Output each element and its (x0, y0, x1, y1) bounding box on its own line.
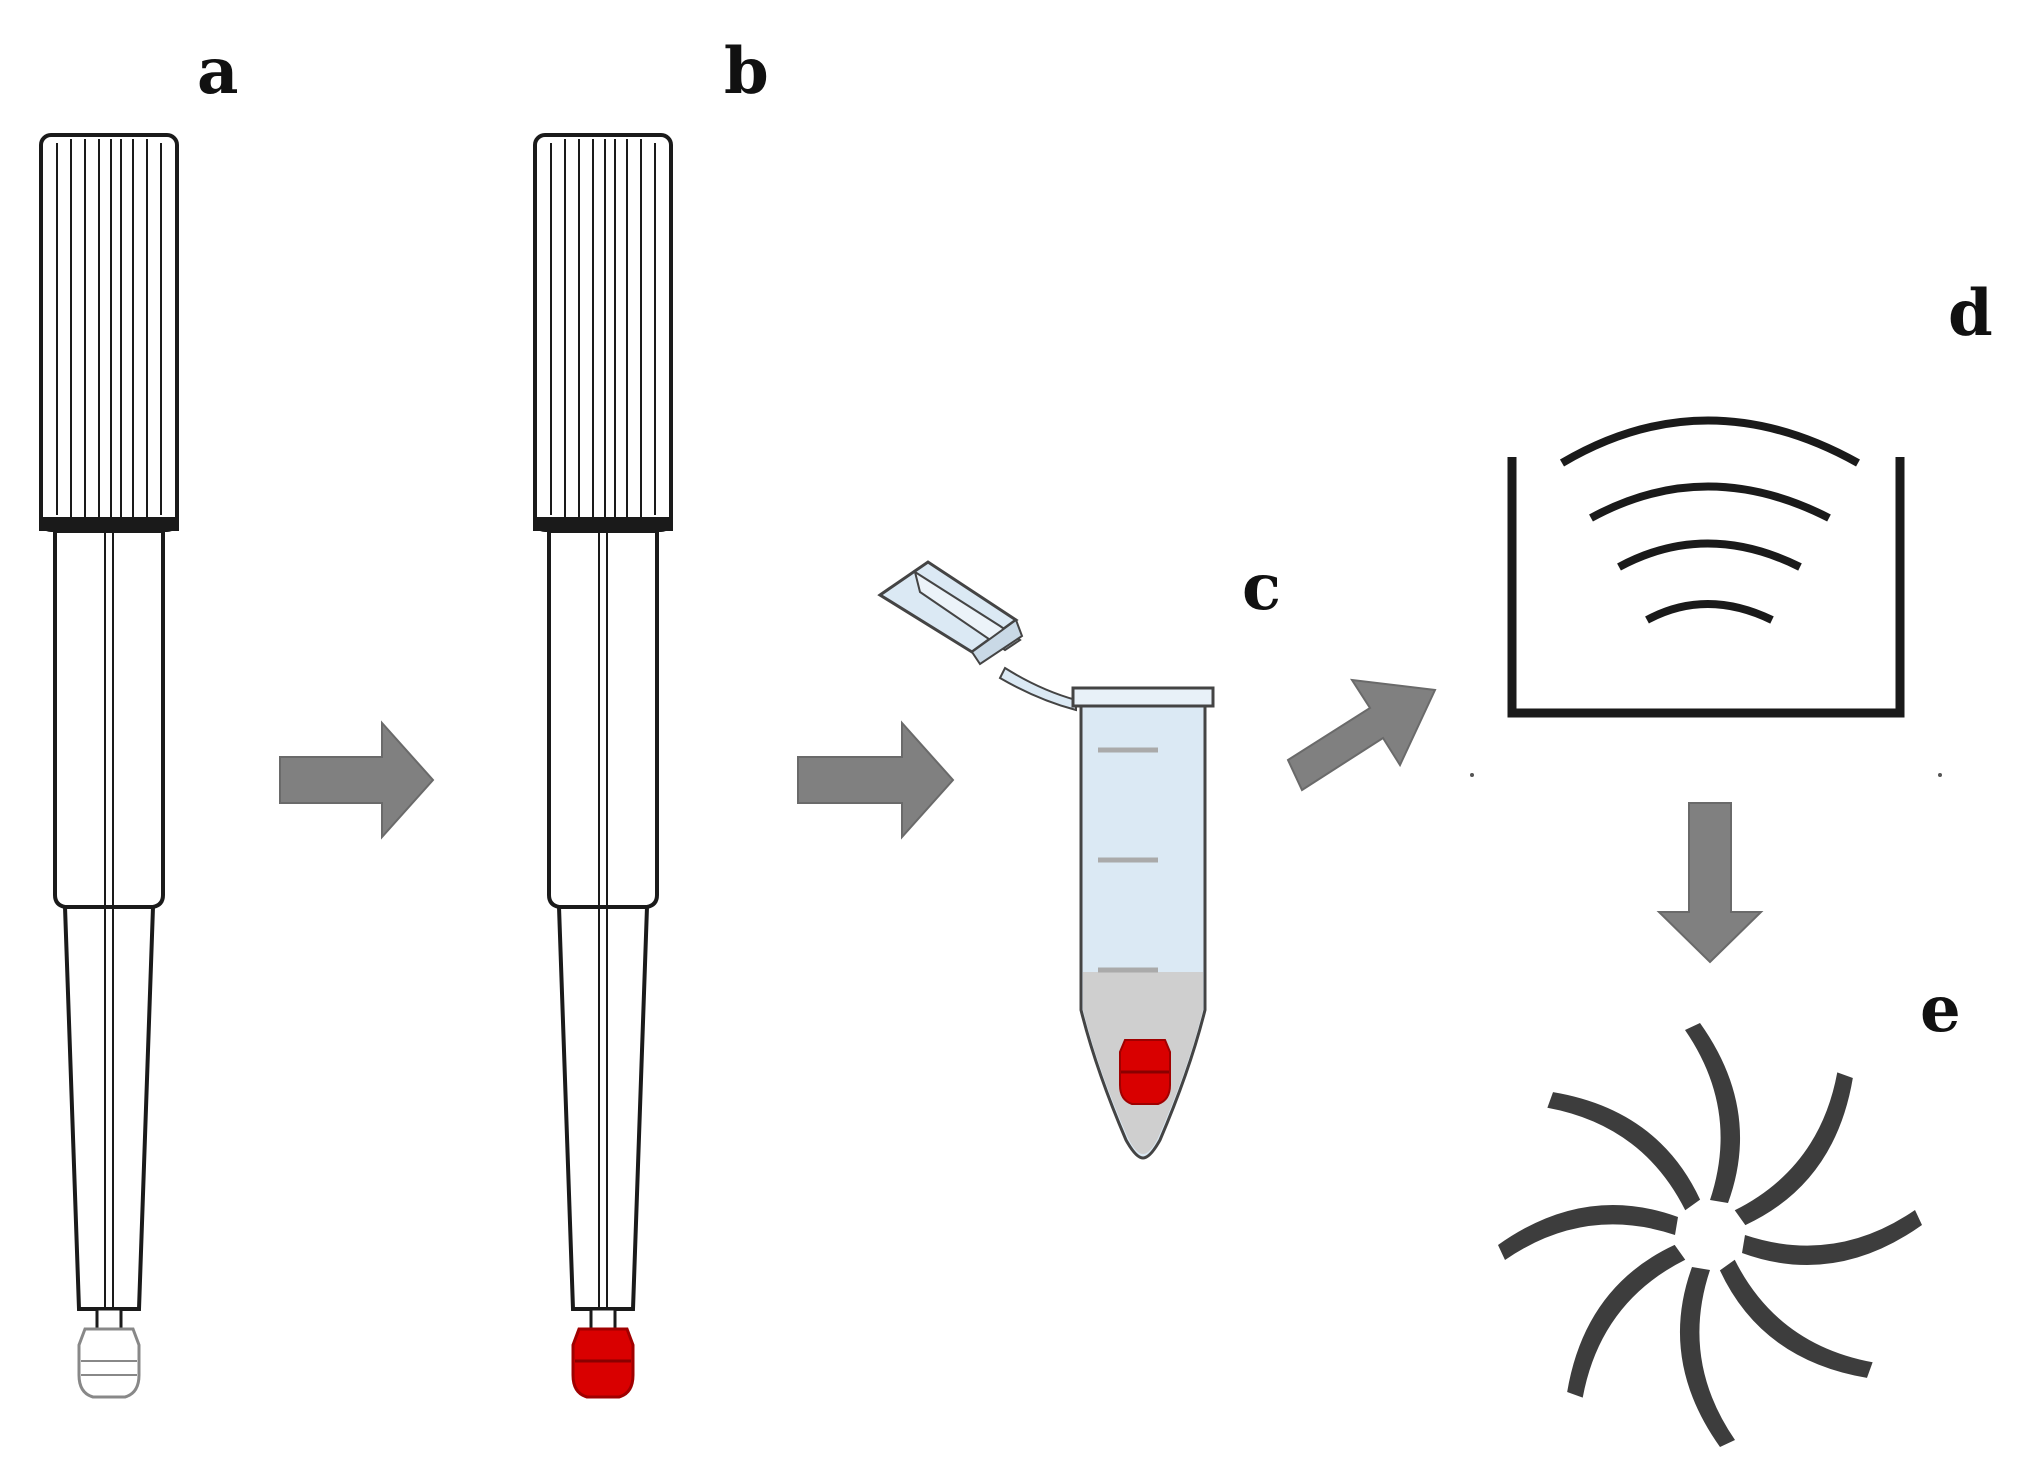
arrow-down-icon (1656, 802, 1764, 964)
swab-with-sample-icon (531, 133, 675, 1399)
panel-label-d: d (1948, 276, 1993, 351)
ultrasonic-bath-icon (1470, 416, 1942, 777)
swab-applicator-icon (37, 133, 181, 1399)
arrow-right-icon (279, 720, 435, 840)
arrow-right-icon (797, 720, 955, 840)
panel-label-a: a (197, 34, 239, 109)
red-sample-tip-icon (571, 1327, 635, 1399)
plain-tip-icon (77, 1327, 141, 1399)
panel-label-e: e (1920, 972, 1961, 1047)
microcentrifuge-tube-icon (877, 560, 1215, 1160)
panel-label-b: b (724, 34, 769, 109)
vortex-icon (1498, 1023, 1922, 1447)
arrow-diagonal-icon (1286, 678, 1437, 792)
panel-label-c: c (1242, 550, 1281, 625)
